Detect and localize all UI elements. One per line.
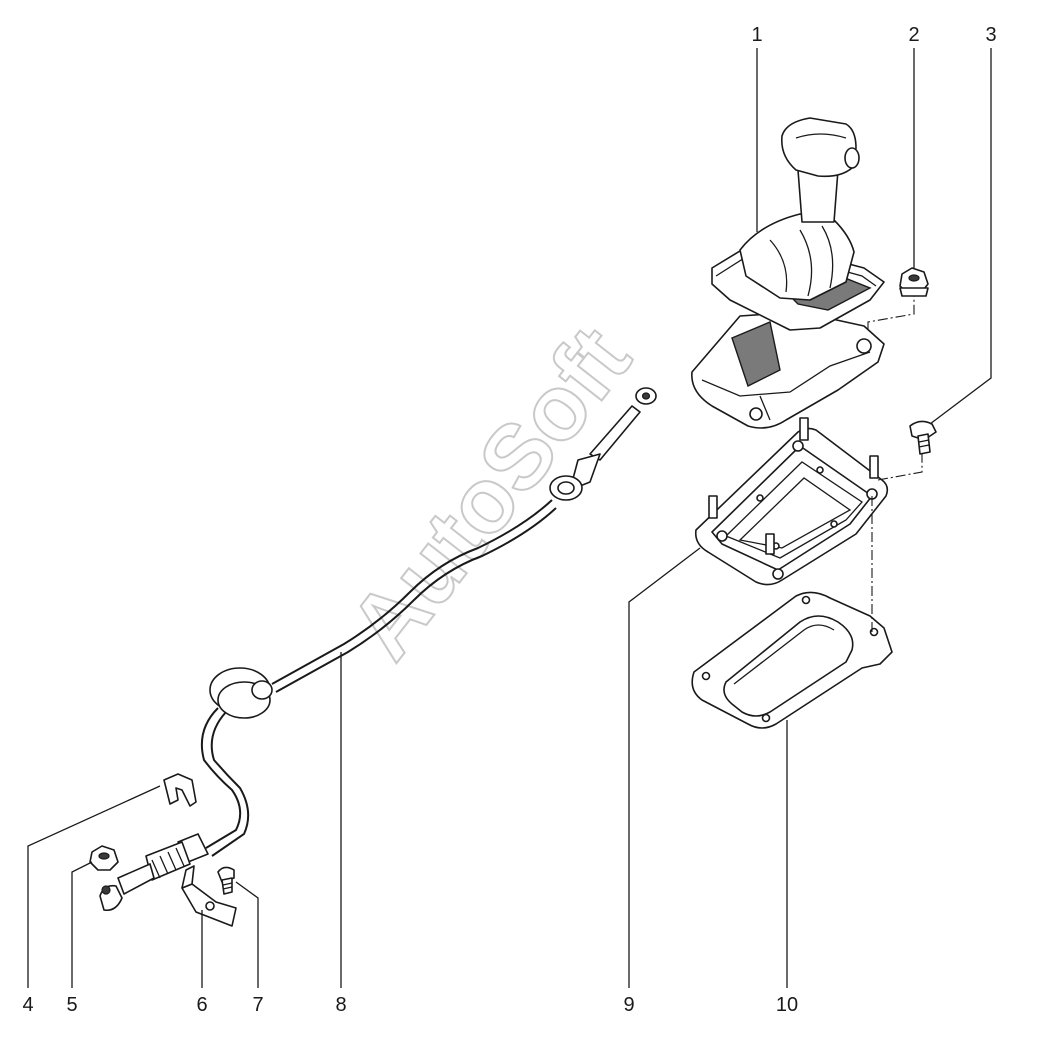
part-4-clip	[163, 773, 197, 807]
part-9-base-plate	[694, 417, 889, 586]
watermark: AutoSoft	[330, 309, 649, 678]
callout-3: 3	[985, 24, 996, 46]
part-7-screw	[217, 866, 235, 895]
callout-6: 6	[196, 994, 207, 1016]
callout-8: 8	[335, 994, 346, 1016]
callout-2: 2	[908, 24, 919, 46]
callout-labels: 1 2 3 4 5 6 7 8 9 10	[22, 24, 996, 1016]
callout-10: 10	[776, 994, 798, 1016]
part-3-bolt	[909, 420, 937, 455]
callout-9: 9	[623, 994, 634, 1016]
part-6-bracket	[181, 865, 237, 927]
callout-1: 1	[751, 24, 762, 46]
assembly-axis-lines	[867, 296, 923, 632]
part-2-nut	[899, 267, 929, 297]
part-5-nut	[89, 845, 119, 871]
leader-lines	[27, 48, 992, 988]
part-1-gear-selector	[691, 117, 885, 429]
callout-5: 5	[66, 994, 77, 1016]
callout-4: 4	[22, 994, 33, 1016]
part-10-seal-plate	[691, 591, 893, 729]
callout-7: 7	[252, 994, 263, 1016]
part-8-selector-cable	[99, 387, 657, 912]
